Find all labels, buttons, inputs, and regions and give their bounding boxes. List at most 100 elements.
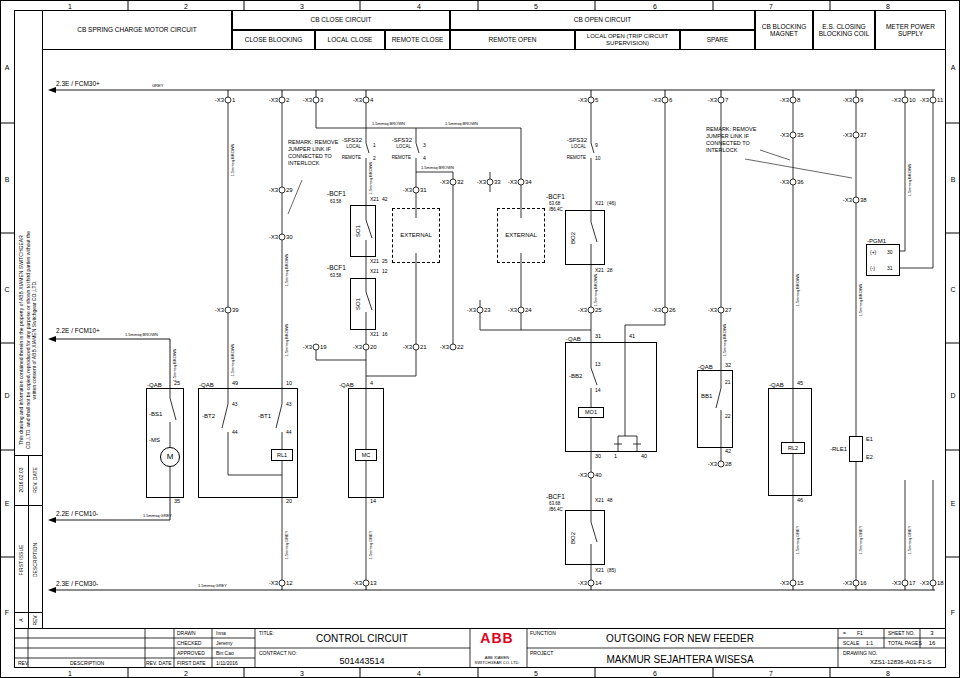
terminal-number: 40 [595, 472, 602, 478]
title-block-cell: Bin Cao [216, 651, 234, 656]
company-logo: ABB [480, 631, 513, 645]
switch-position: REMOTE [392, 156, 411, 161]
terminal-circle [279, 234, 285, 240]
terminal-circle [413, 187, 419, 193]
grid-index: E [5, 500, 10, 507]
terminal-number: 17 [909, 580, 916, 586]
wire-spec: 1.5mmsq BROWN [369, 162, 373, 195]
terminal-number: 6 [669, 97, 672, 103]
pin-number: 22 [725, 414, 731, 419]
bus-name: 2.2E / FCM10- [56, 511, 98, 518]
header-cell: E.S. CLOSING BLOCKING COIL [813, 10, 875, 50]
pin-number: 25 [174, 381, 180, 387]
pin-number: 44 [232, 430, 238, 435]
terminal-circle [225, 307, 231, 313]
terminal-id: -X3 [508, 307, 517, 313]
bus-arrow [48, 517, 56, 523]
terminal-id: -X3 [843, 580, 852, 586]
grid-index: 3 [300, 670, 304, 677]
device-tag: -SFS32 [392, 137, 412, 143]
relay-coil: RL1 [271, 449, 293, 461]
terminal-id: -X3 [215, 307, 224, 313]
blocking-magnet-coil: RL2 [781, 442, 805, 454]
terminal-circle [588, 97, 594, 103]
bus-wires [50, 90, 935, 590]
grid-index: A [951, 64, 956, 71]
grid-index: 1 [68, 2, 72, 9]
grid-index: B [951, 176, 956, 183]
drawing-number: XZS1-12836-A01-F1-S [870, 659, 931, 665]
cross-reference: 63.68 [549, 502, 560, 507]
pin-number: 32 [725, 363, 731, 369]
terminal-circle [588, 580, 594, 586]
title-block-cell: REV. DATE [146, 661, 172, 666]
closing-coil: MC [355, 449, 377, 461]
title-block-cell: 16 [929, 640, 936, 646]
terminal-circle [662, 307, 668, 313]
pin-number: 30 [887, 250, 893, 255]
terminal-circle [279, 580, 285, 586]
terminal-id: -X3 [269, 187, 278, 193]
terminal-circle [313, 344, 319, 350]
revision-cell: A [19, 618, 24, 621]
node-text: MO1 [583, 409, 599, 415]
terminal-number: 2 [286, 97, 289, 103]
wire-spec: 1.5mmsq BROWN [421, 166, 454, 170]
pin-number: 14 [370, 499, 376, 505]
node-text: LOCAL CLOSE [326, 36, 375, 43]
terminal-id: -X3 [708, 307, 717, 313]
connector-id: X21 [595, 268, 604, 273]
drawing-title: CONTROL CIRCUIT [316, 634, 408, 644]
pin-number: 42 [725, 449, 731, 455]
title-block-cell: FIRST DATE [177, 661, 206, 666]
terminal-number: 16 [860, 580, 867, 586]
node-text: -RLE1 [830, 446, 847, 452]
terminal-circle [363, 344, 369, 350]
terminal-circle [363, 97, 369, 103]
header-cell: CB BLOCKING MAGNET [755, 10, 813, 50]
terminal-number: 39 [232, 307, 239, 313]
terminal-id: -X3 [652, 97, 661, 103]
terminal-number: 25 [595, 307, 602, 313]
remark-note: REMARK: REMOVE JUMPER LINK IF CONNECTED … [706, 126, 776, 155]
switch-position: LOCAL [346, 145, 361, 150]
terminal-id: -X3 [215, 97, 224, 103]
terminal-circle [477, 307, 483, 313]
pin-number: 43 [232, 402, 238, 407]
terminal-number: 36 [797, 179, 804, 185]
device-tag: -BS1 [149, 411, 162, 417]
node-text: CB SPRING CHARGE MOTOR CIRCUIT [75, 26, 198, 33]
terminal-circle [518, 179, 524, 185]
switch-position: LOCAL [571, 145, 586, 150]
terminal-number: 19 [320, 344, 327, 350]
connector-id: X21 [595, 201, 604, 206]
terminal-number: 15 [797, 580, 804, 586]
terminal-circle [279, 187, 285, 193]
terminal-number: 11 [937, 97, 943, 103]
terminal-circle [853, 580, 859, 586]
pin-number: 45 [797, 381, 803, 387]
terminal-number: 10 [909, 97, 916, 103]
inner-frame [15, 11, 946, 668]
revision-cell: REV. [33, 614, 38, 625]
terminal-circle [718, 307, 724, 313]
terminal-circle [588, 307, 594, 313]
connector-id: X21 [595, 568, 604, 573]
device-tag: -SFS32 [567, 137, 587, 143]
node-text: MC [360, 452, 373, 458]
cross-reference: 63.58 [330, 274, 341, 279]
grid-index: 4 [417, 670, 421, 677]
terminal-number: 14 [595, 580, 602, 586]
grid-index: 2 [184, 2, 188, 9]
breaker-box: -QABM [146, 388, 184, 498]
wire-spec: 1.5mmsq GREY [198, 584, 227, 588]
terminal-number: 22 [457, 344, 464, 350]
pin-number: 40 [641, 454, 647, 460]
grid-index: 1 [68, 670, 72, 677]
terminal-id: -X3 [780, 132, 789, 138]
terminal-circle [363, 580, 369, 586]
control-wires [170, 103, 933, 580]
node-text: RL2 [786, 445, 800, 451]
node-text: LOCAL OPEN (TRIP CIRCUIT SUPERVISION) [576, 33, 679, 47]
